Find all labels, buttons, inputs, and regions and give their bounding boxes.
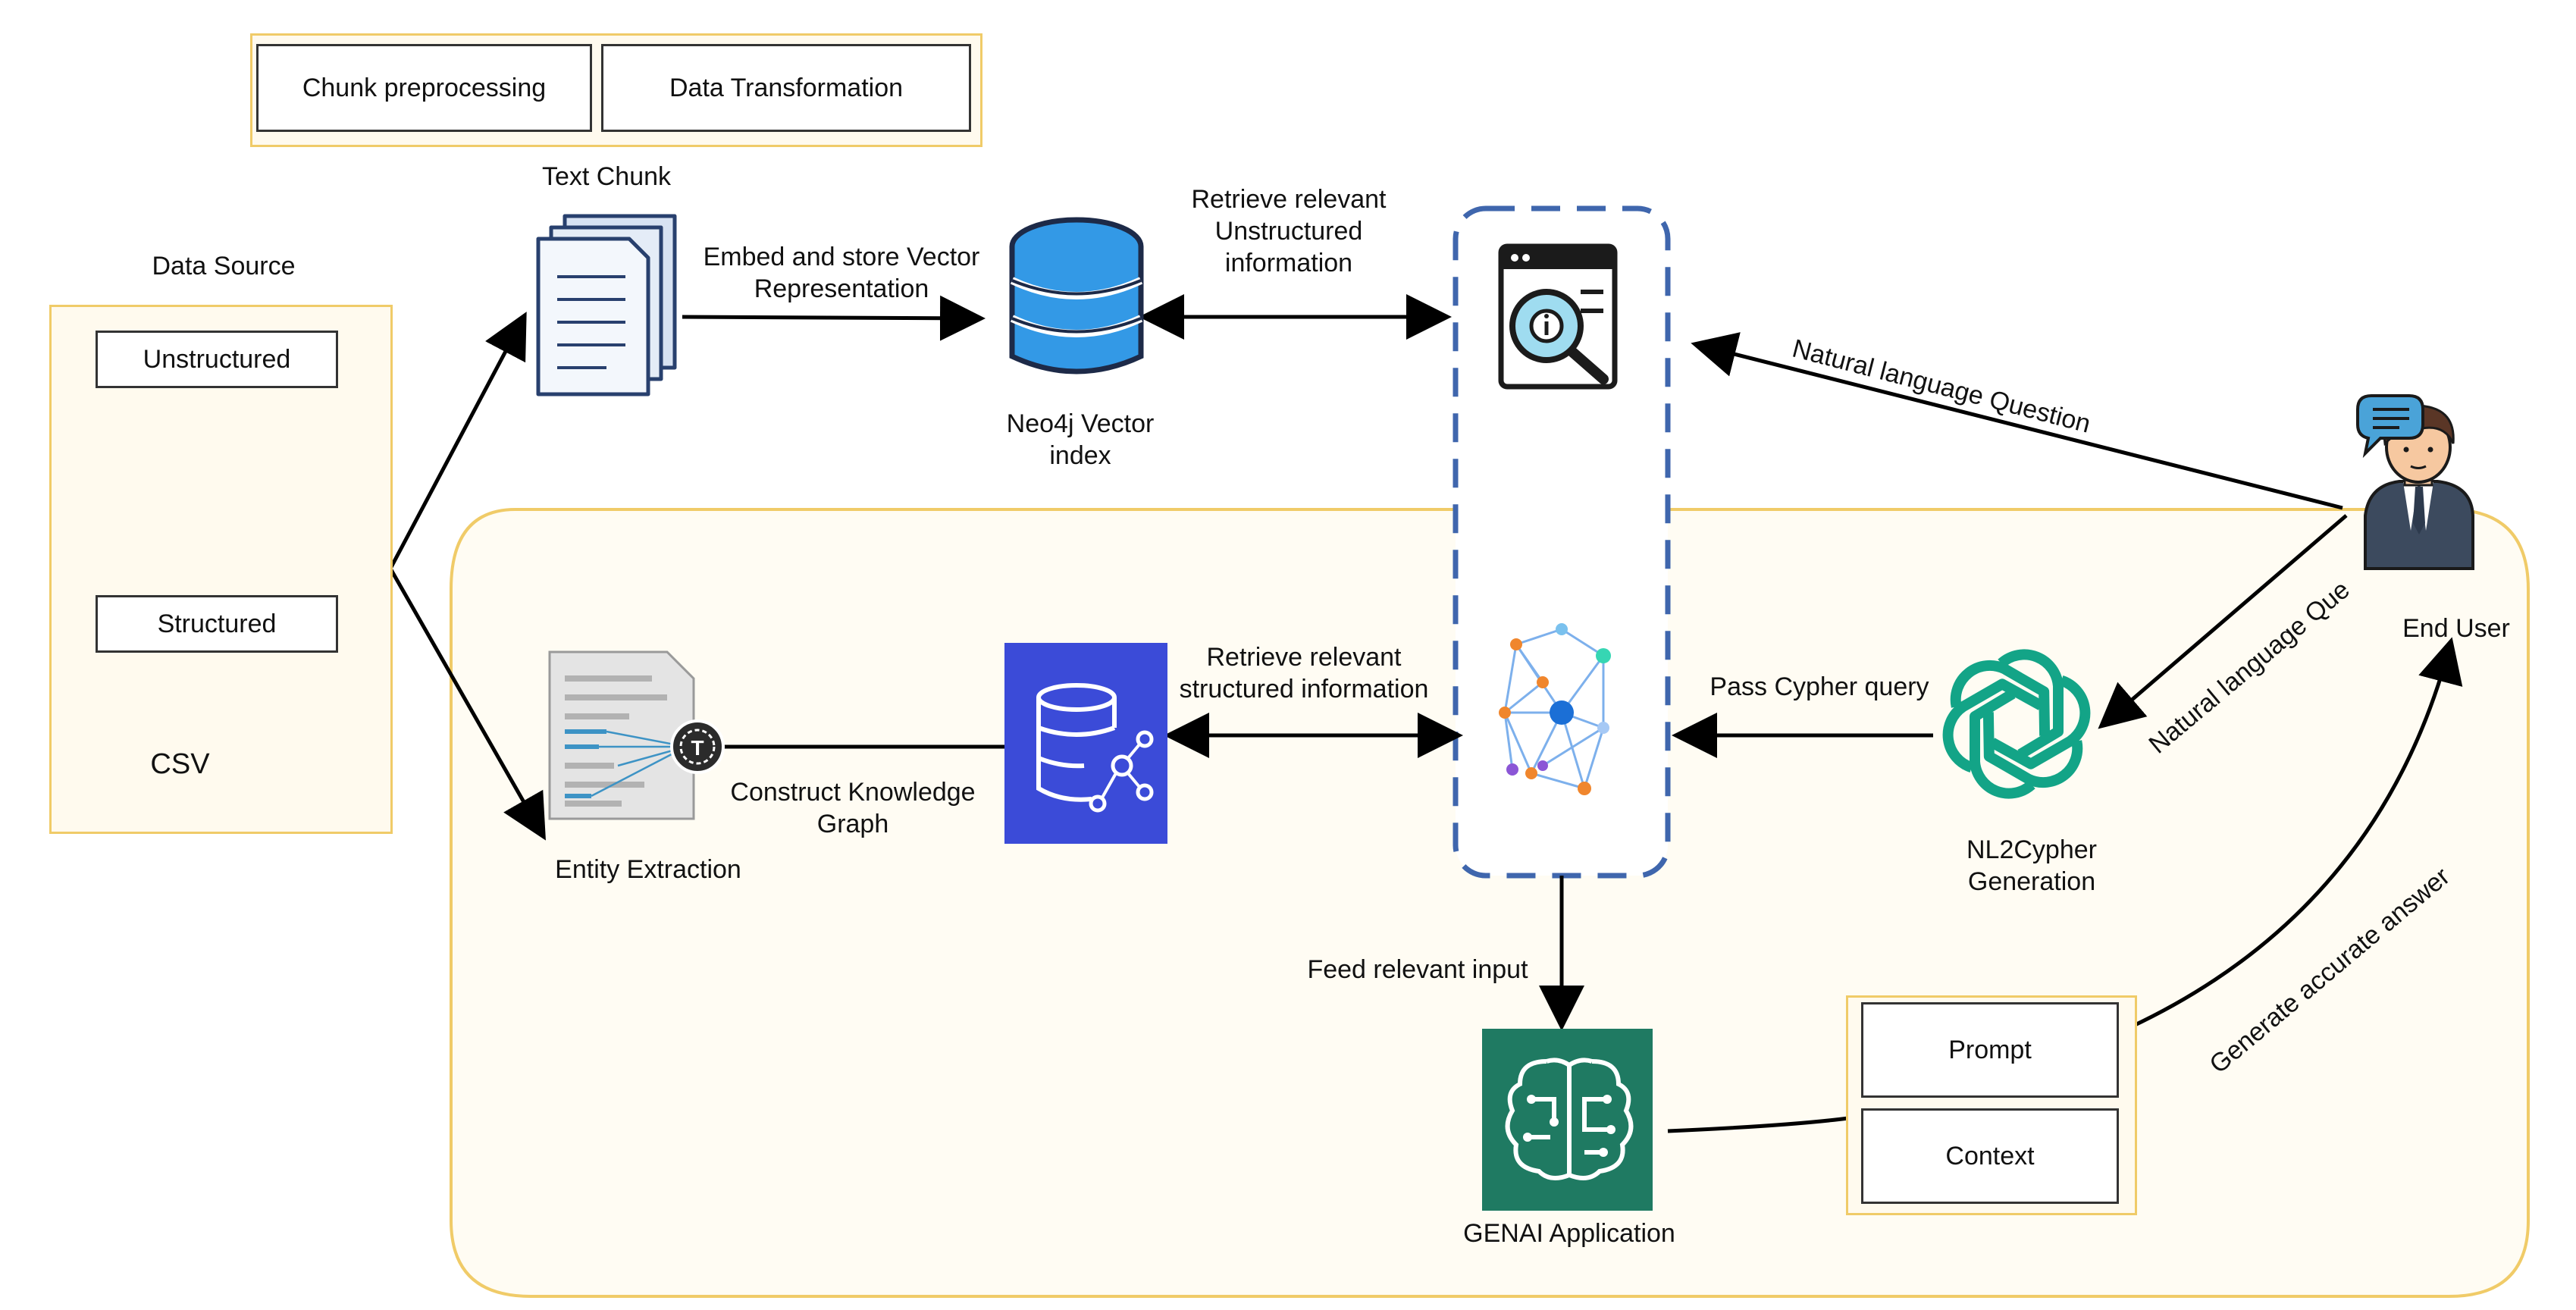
context-box: Context bbox=[1861, 1108, 2119, 1204]
connector-genai-to-prompt bbox=[1667, 1116, 1849, 1133]
svg-text:T: T bbox=[691, 736, 704, 760]
construct-kg-line1: Construct Knowledge bbox=[730, 778, 976, 807]
pass-cypher-label: Pass Cypher query bbox=[1709, 672, 1929, 701]
search-document-icon bbox=[1498, 243, 1618, 390]
nl2cypher-line1: NL2Cypher bbox=[1966, 835, 2097, 864]
speech-bubble-icon bbox=[2356, 394, 2424, 459]
neo4j-vector-line2: index bbox=[1049, 441, 1111, 470]
construct-kg-label: Construct Knowledge Graph bbox=[716, 776, 989, 840]
retrieve-unstructured-line3: information bbox=[1224, 249, 1353, 277]
neo4j-vector-line1: Neo4j Vector bbox=[1006, 409, 1155, 438]
legend-data-transformation: Data Transformation bbox=[601, 44, 971, 132]
retrieve-structured-line2: structured information bbox=[1179, 675, 1429, 704]
embed-line2: Representation bbox=[754, 274, 929, 303]
data-source-panel bbox=[49, 305, 393, 834]
csv-label: CSV bbox=[150, 748, 210, 780]
nl2cypher-llm-icon bbox=[1942, 649, 2091, 799]
genai-app-label: GENAI Application bbox=[1463, 1219, 1675, 1248]
unstructured-label: Unstructured bbox=[96, 331, 338, 388]
nl2cypher-line2: Generation bbox=[1967, 867, 2096, 896]
feed-input-label: Feed relevant input bbox=[1307, 955, 1528, 984]
data-source-title: Data Source bbox=[152, 252, 296, 280]
arrow-user-to-nl2cypher bbox=[2098, 514, 2348, 729]
documents-icon bbox=[536, 214, 677, 396]
vector-database-icon bbox=[1009, 217, 1144, 375]
retrieve-unstructured-line1: Retrieve relevant bbox=[1191, 185, 1387, 214]
nl2cypher-label: NL2Cypher Generation bbox=[1910, 834, 2153, 898]
retrieve-unstructured-label: Retrieve relevant Unstructured informati… bbox=[1160, 183, 1418, 279]
graph-database-icon bbox=[1004, 643, 1167, 844]
arrow-source-to-entity bbox=[388, 567, 546, 841]
genai-brain-icon bbox=[1482, 1029, 1653, 1211]
embed-label: Embed and store Vector Representation bbox=[675, 241, 1008, 305]
prompt-box: Prompt bbox=[1861, 1002, 2119, 1098]
retrieve-unstructured-line2: Unstructured bbox=[1214, 217, 1363, 246]
structured-label: Structured bbox=[96, 595, 338, 653]
arrow-source-to-chunk bbox=[388, 312, 527, 570]
entity-extraction-icon: T bbox=[548, 650, 725, 820]
arrow-prompt-to-user bbox=[2129, 637, 2463, 1030]
knowledge-graph-icon bbox=[1499, 623, 1611, 795]
neo4j-vector-label: Neo4j Vector index bbox=[955, 408, 1205, 472]
embed-line1: Embed and store Vector bbox=[703, 243, 980, 271]
entity-extraction-label: Entity Extraction bbox=[555, 855, 741, 884]
construct-kg-line2: Graph bbox=[816, 810, 889, 838]
legend-chunk-preprocessing: Chunk preprocessing bbox=[256, 44, 592, 132]
retrieve-structured-label: Retrieve relevant structured information bbox=[1160, 641, 1448, 705]
end-user-label: End User bbox=[2402, 614, 2510, 643]
arrow-user-to-retriever bbox=[1691, 332, 2343, 510]
retrieve-structured-line1: Retrieve relevant bbox=[1206, 643, 1402, 672]
arrow-chunk-to-vector bbox=[682, 295, 986, 341]
text-chunk-label: Text Chunk bbox=[541, 162, 672, 191]
